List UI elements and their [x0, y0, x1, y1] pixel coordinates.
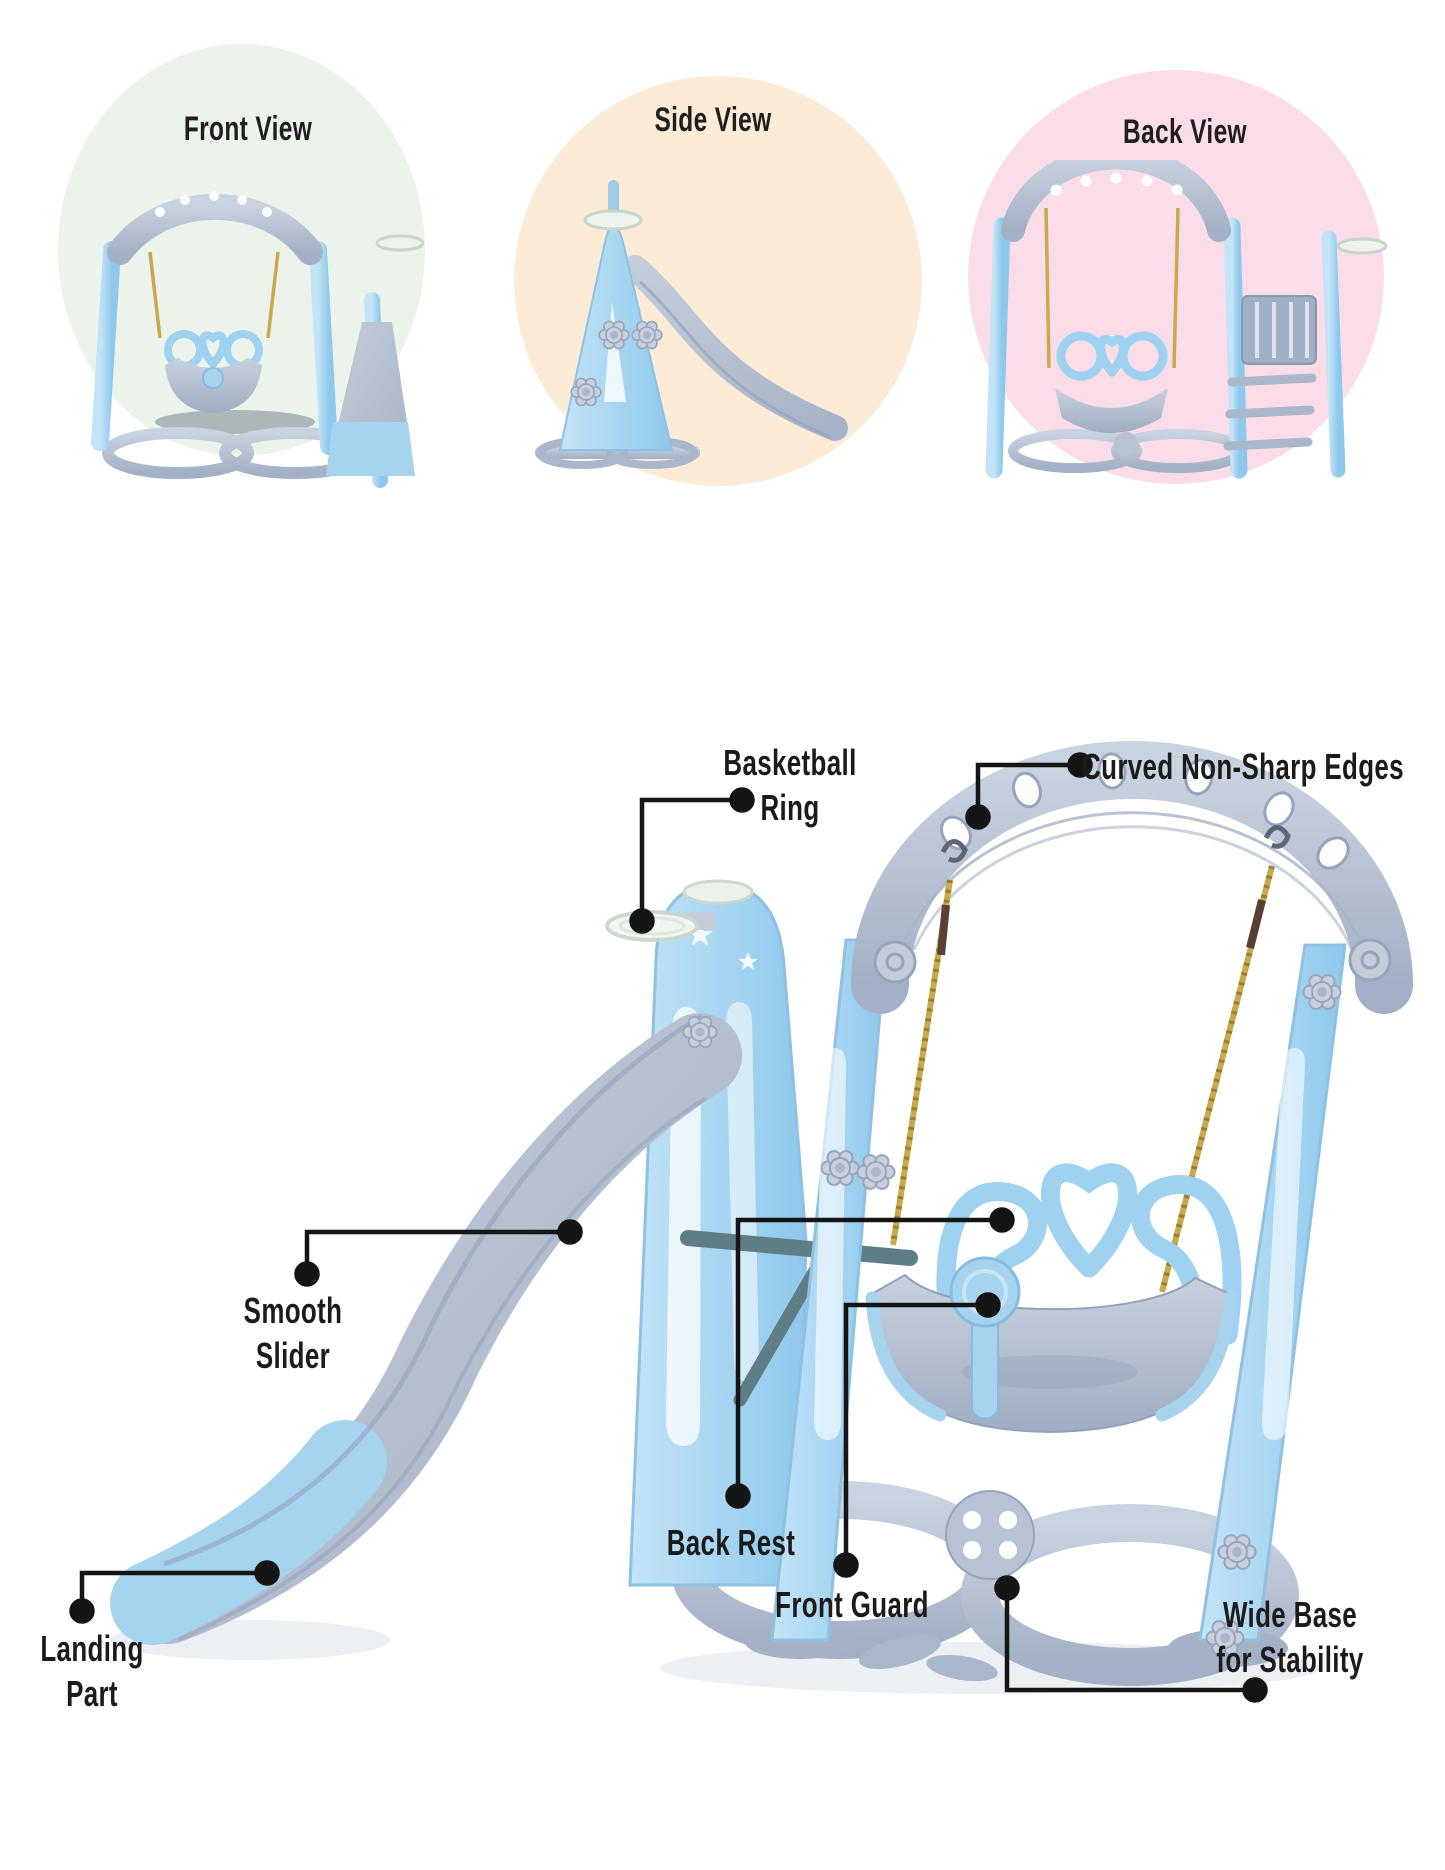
label-front-guard: Front Guard	[775, 1582, 929, 1627]
callout-wide-base	[994, 1575, 1268, 1703]
basketball-hoop	[375, 234, 425, 252]
callout-curved-edges	[965, 752, 1093, 830]
callout-lines	[69, 752, 1268, 1703]
hoop-side	[583, 209, 643, 231]
seat-bucket-back	[1055, 388, 1168, 433]
ladder-crate	[1241, 295, 1317, 365]
callout-smooth-slider	[294, 1219, 583, 1287]
callout-landing-part	[69, 1560, 280, 1624]
left-post	[985, 217, 1011, 479]
swing-seat	[865, 1163, 1242, 1434]
smooth-slider	[110, 1013, 742, 1645]
arch-curl	[873, 940, 917, 984]
side-view-illustration	[535, 180, 848, 469]
bolt	[856, 1154, 896, 1190]
landing-part	[110, 1420, 387, 1645]
rope	[1044, 207, 1051, 369]
rope	[1172, 207, 1180, 369]
right-post	[1223, 217, 1248, 479]
arch-holes	[155, 191, 272, 217]
callout-back-rest	[725, 1207, 1015, 1509]
far-right-post	[1321, 230, 1346, 478]
arch-holes	[940, 752, 1350, 870]
swing-ropes	[890, 825, 1291, 1293]
label-line: Basketball	[723, 742, 857, 783]
seat-guard	[202, 367, 224, 389]
tower-cutout	[604, 302, 626, 402]
label-line: Smooth	[243, 1290, 343, 1331]
label-line: Curved Non-Sharp Edges	[1082, 746, 1404, 787]
slide-edge	[639, 280, 833, 440]
left-post	[91, 241, 121, 451]
back-view-title: Back View	[1123, 113, 1247, 151]
arch-curl	[1348, 938, 1392, 982]
label-line: Part	[66, 1673, 118, 1714]
label-line: Wide Base	[1222, 1594, 1358, 1635]
label-line: Landing	[40, 1628, 144, 1669]
seat-backrest-back	[1056, 331, 1168, 381]
callout-front-guard	[833, 1292, 1001, 1578]
bolt	[1302, 974, 1342, 1010]
rope	[266, 251, 280, 339]
label-back-rest: Back Rest	[667, 1520, 796, 1565]
label-line: Ring	[760, 787, 820, 828]
rope-hook	[940, 839, 968, 863]
slide-side	[622, 255, 848, 441]
arch-holes	[1050, 172, 1183, 196]
bolt	[820, 1150, 860, 1186]
label-line: Front Guard	[775, 1584, 929, 1625]
base-ring	[102, 427, 254, 479]
post-cutout	[814, 1048, 846, 1440]
back-view-illustration	[985, 160, 1388, 479]
front-guard	[949, 1256, 1021, 1419]
arch	[107, 193, 323, 265]
slide-landing-front	[326, 422, 415, 476]
ladder-steps	[1223, 373, 1317, 451]
front-view-title: Front View	[183, 110, 313, 148]
curved-arch	[851, 741, 1413, 1014]
bolt	[1217, 1534, 1257, 1570]
label-line: Back Rest	[666, 1522, 796, 1563]
right-post	[309, 241, 338, 455]
support-struts	[680, 1230, 918, 1407]
callout-basketball-ring	[629, 787, 755, 934]
front-view-illustration	[91, 191, 425, 488]
label-curved-edges: Curved Non-Sharp Edges	[1082, 744, 1404, 789]
rope-hook	[1263, 825, 1291, 849]
label-smooth-slider: Smooth Slider	[244, 1288, 343, 1378]
label-basketball-ring: Basketball Ring	[723, 740, 856, 830]
ladder-slats	[1255, 302, 1309, 358]
side-view-title: Side View	[654, 101, 772, 139]
label-landing-part: Landing Part	[40, 1626, 143, 1716]
rope	[148, 251, 162, 339]
base-ring	[1008, 429, 1142, 473]
bolt	[682, 1015, 718, 1049]
basketball-hoop	[1336, 237, 1388, 255]
label-wide-base: Wide Base for Stability	[1216, 1592, 1363, 1682]
label-line: for Stability	[1216, 1639, 1364, 1680]
label-line: Slider	[255, 1335, 331, 1376]
post-cutout	[1261, 1048, 1306, 1440]
base-clover	[1114, 432, 1138, 456]
arch	[1001, 160, 1231, 242]
